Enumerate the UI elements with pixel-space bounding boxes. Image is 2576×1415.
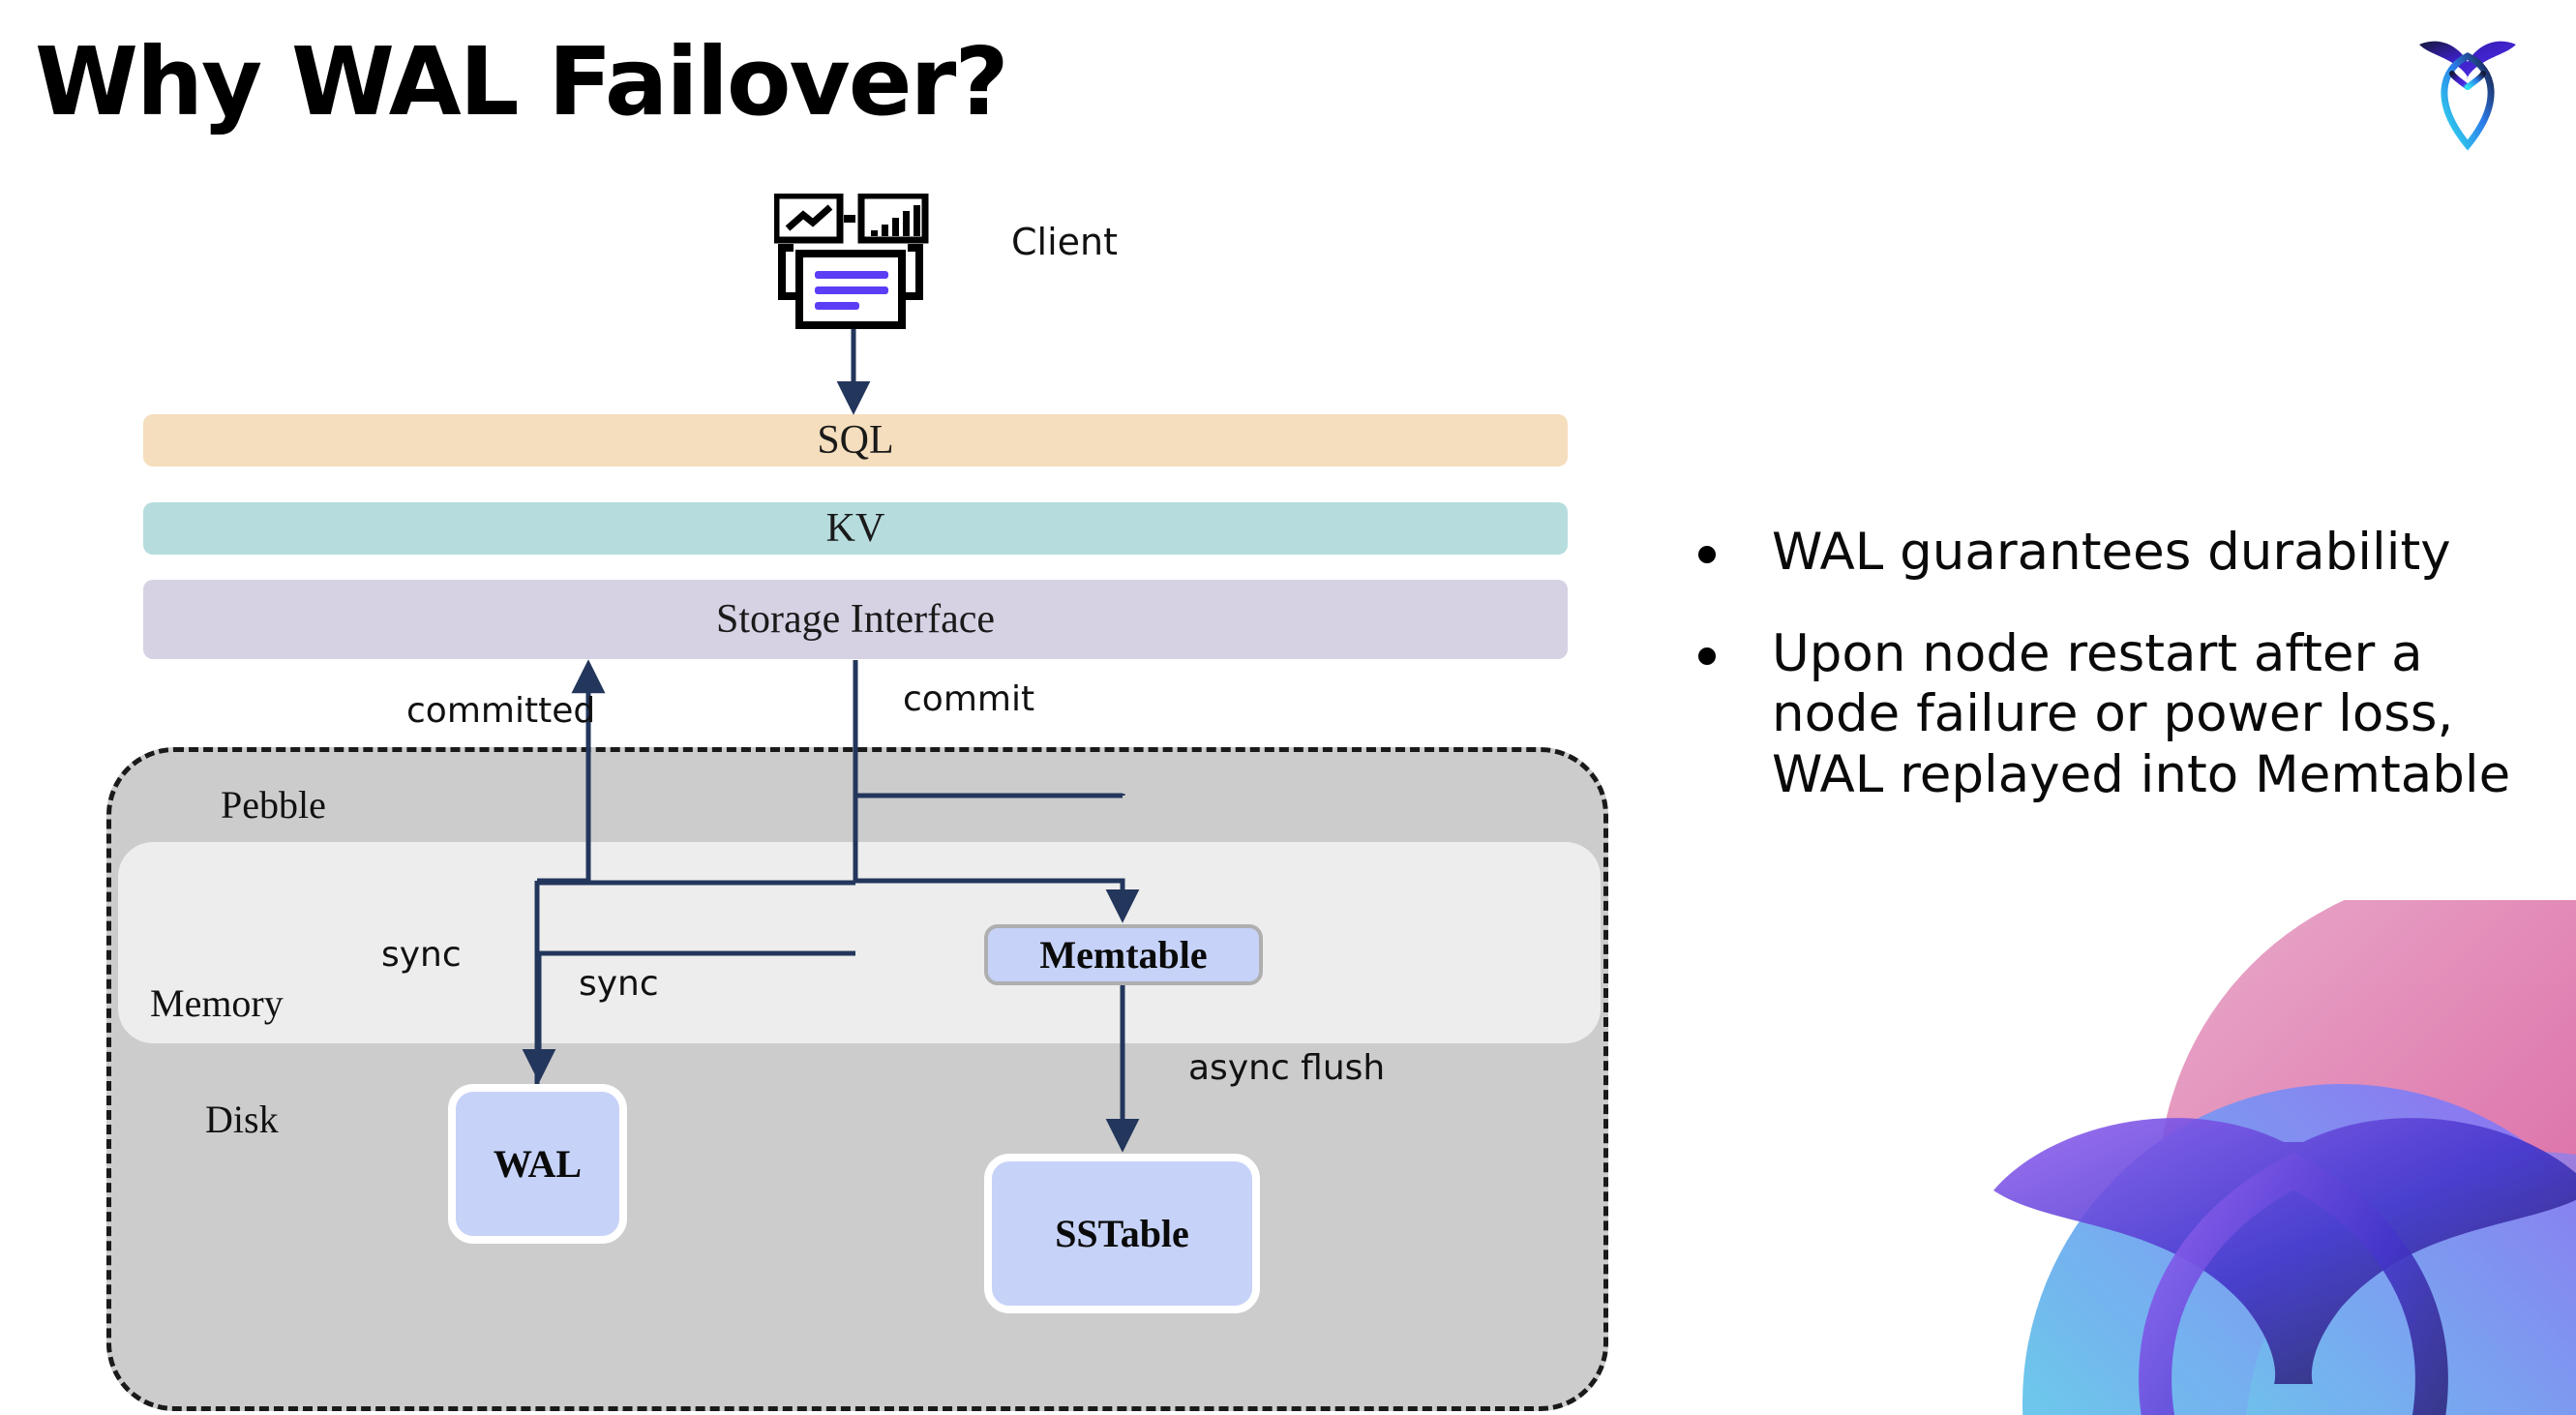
layer-bar-sql: SQL [143, 414, 1568, 467]
layer-bar-sql-label: SQL [817, 418, 894, 463]
page-title: Why WAL Failover? [35, 27, 1009, 136]
layer-bar-storage-interface-label: Storage Interface [716, 597, 995, 642]
memory-container [118, 842, 1601, 1043]
node-sstable[interactable]: SSTable [984, 1154, 1260, 1313]
node-wal[interactable]: WAL [448, 1084, 627, 1244]
bullet-text: WAL guarantees durability [1772, 523, 2451, 582]
node-wal-label: WAL [493, 1142, 583, 1186]
memory-label: Memory [150, 981, 284, 1025]
bullet-text: Upon node restart after a node failure o… [1772, 623, 2511, 804]
node-sstable-label: SSTable [1055, 1212, 1189, 1255]
layer-bar-kv-label: KV [825, 506, 885, 551]
bullet-dot-icon [1698, 546, 1716, 563]
client-dashboard-icon [772, 192, 929, 329]
edge-label-sync-left: sync [381, 935, 462, 975]
pebble-label: Pebble [221, 783, 326, 827]
cockroachdb-gradient-circles-decoration [1955, 900, 2576, 1415]
edge-label-sync-right: sync [579, 964, 659, 1004]
bullet-list: WAL guarantees durability Upon node rest… [1698, 523, 2540, 846]
disk-label: Disk [205, 1098, 279, 1141]
cockroachdb-logo-icon [2410, 27, 2526, 151]
edge-label-committed: committed [406, 691, 596, 731]
client-label: Client [1011, 221, 1119, 263]
list-item: WAL guarantees durability [1698, 523, 2540, 584]
node-memtable-label: Memtable [1039, 933, 1208, 977]
layer-bar-kv: KV [143, 502, 1568, 555]
edge-label-async-flush: async flush [1188, 1048, 1386, 1088]
edge-label-commit: commit [903, 679, 1035, 719]
node-memtable[interactable]: Memtable [984, 924, 1263, 985]
list-item: Upon node restart after a node failure o… [1698, 624, 2540, 806]
bullet-dot-icon [1698, 647, 1716, 665]
layer-bar-storage-interface: Storage Interface [143, 580, 1568, 659]
